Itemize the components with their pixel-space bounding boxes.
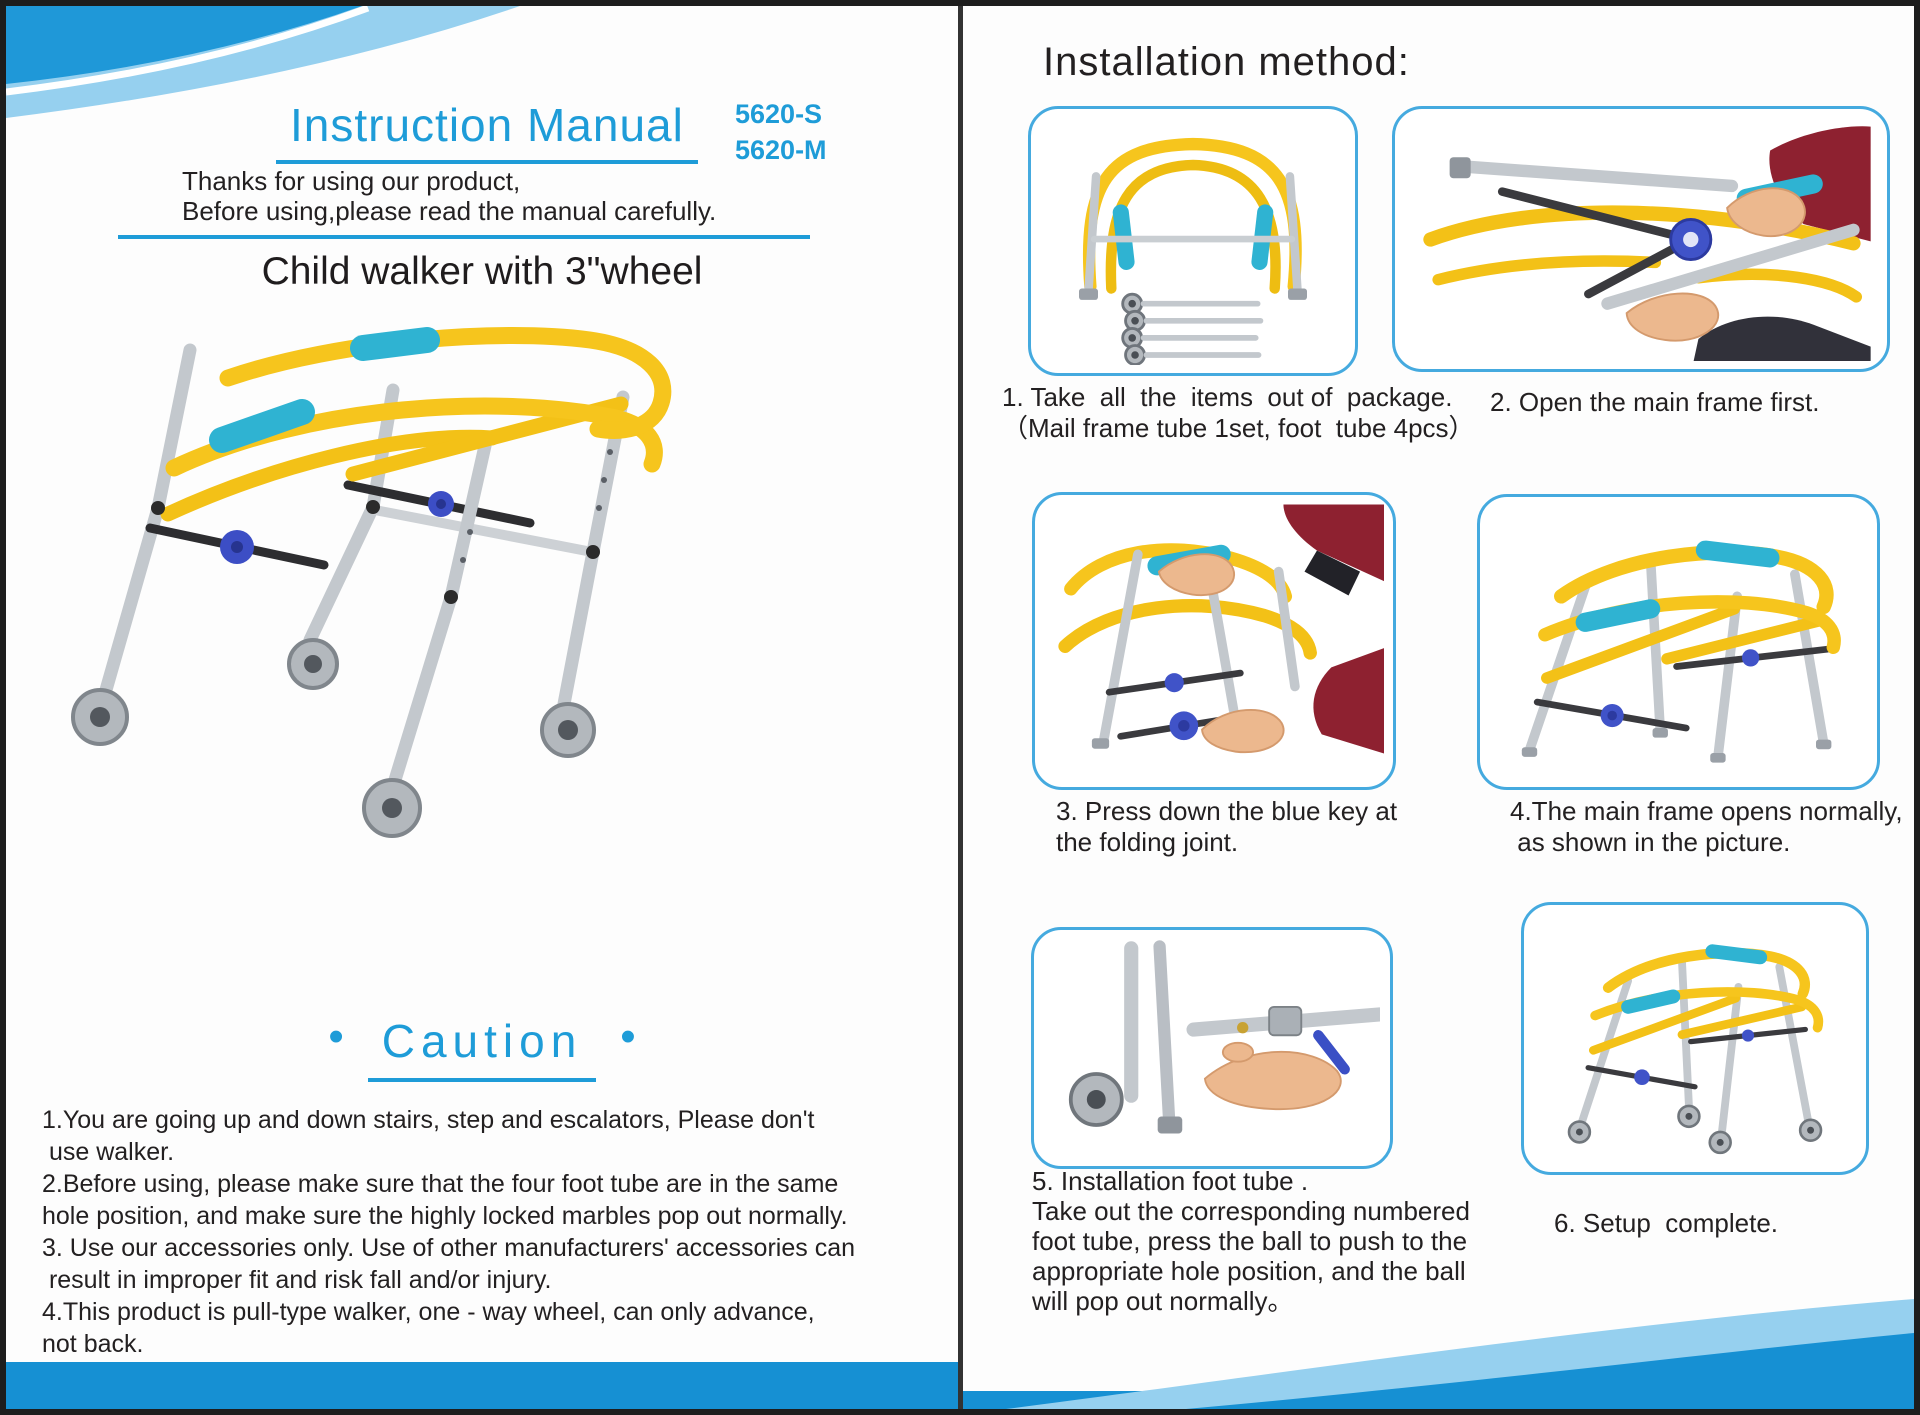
- step6-photo-box: [1521, 902, 1869, 1175]
- walker-knobs: [220, 491, 454, 564]
- step1-caption: 1. Take all the items out of package. （M…: [1002, 382, 1475, 443]
- model-numbers: 5620-S 5620-M: [735, 96, 827, 168]
- page-divider: [958, 6, 963, 1409]
- product-heading: Child walker with 3"wheel: [261, 250, 703, 293]
- step5-caption: 5. Installation foot tube . Take out the…: [1032, 1166, 1470, 1316]
- step4-caption: 4.The main frame opens normally, as show…: [1510, 796, 1903, 857]
- step4-frame-open-photo: [1521, 540, 1841, 763]
- child-walker-product-photo: [71, 327, 672, 838]
- step5-foot-tube-photo: [1068, 940, 1380, 1134]
- foot-tubes: [1121, 292, 1264, 365]
- top-left-swoosh-decoration: [6, 6, 520, 118]
- step1-folded-frame-photo: [1079, 137, 1307, 365]
- caution-heading-row: • Caution •: [6, 1012, 958, 1082]
- caution-list: 1.You are going up and down stairs, step…: [42, 1104, 960, 1360]
- caution-heading: Caution: [367, 1014, 597, 1082]
- step3-photo-box: [1032, 492, 1396, 790]
- caution-item-3: 3. Use our accessories only. Use of othe…: [42, 1234, 856, 1294]
- walker-wheels: [71, 638, 596, 838]
- step6-caption: 6. Setup complete.: [1554, 1208, 1779, 1238]
- intro-text: Thanks for using our product, Before usi…: [182, 166, 717, 226]
- caution-bullet-left: •: [328, 1012, 344, 1061]
- intro-underline: [118, 235, 810, 239]
- step5-photo-box: [1031, 927, 1393, 1169]
- installation-heading: Installation method:: [1043, 40, 1410, 84]
- caution-item-4: 4.This product is pull-type walker, one …: [42, 1298, 815, 1358]
- step2-open-frame-photo: [1423, 126, 1871, 361]
- caution-bullet-right: •: [620, 1012, 636, 1061]
- step1-photo-box: [1028, 106, 1358, 376]
- step2-photo-box: [1392, 106, 1890, 372]
- model-number-m: 5620-M: [735, 135, 827, 165]
- manual-title: Instruction Manual: [276, 98, 698, 164]
- model-number-s: 5620-S: [735, 99, 823, 129]
- caution-item-2: 2.Before using, please make sure that th…: [42, 1170, 848, 1230]
- caution-item-1: 1.You are going up and down stairs, step…: [42, 1106, 815, 1166]
- step2-caption: 2. Open the main frame first.: [1490, 387, 1820, 417]
- bottom-swoosh-decoration: [6, 1299, 1914, 1409]
- step3-caption: 3. Press down the blue key at the foldin…: [1056, 796, 1398, 857]
- walker-joints: [151, 449, 613, 604]
- step3-press-key-photo: [1058, 504, 1384, 754]
- step6-setup-complete-photo: [1567, 943, 1824, 1154]
- step4-frame-open-photo-box: [1477, 494, 1880, 790]
